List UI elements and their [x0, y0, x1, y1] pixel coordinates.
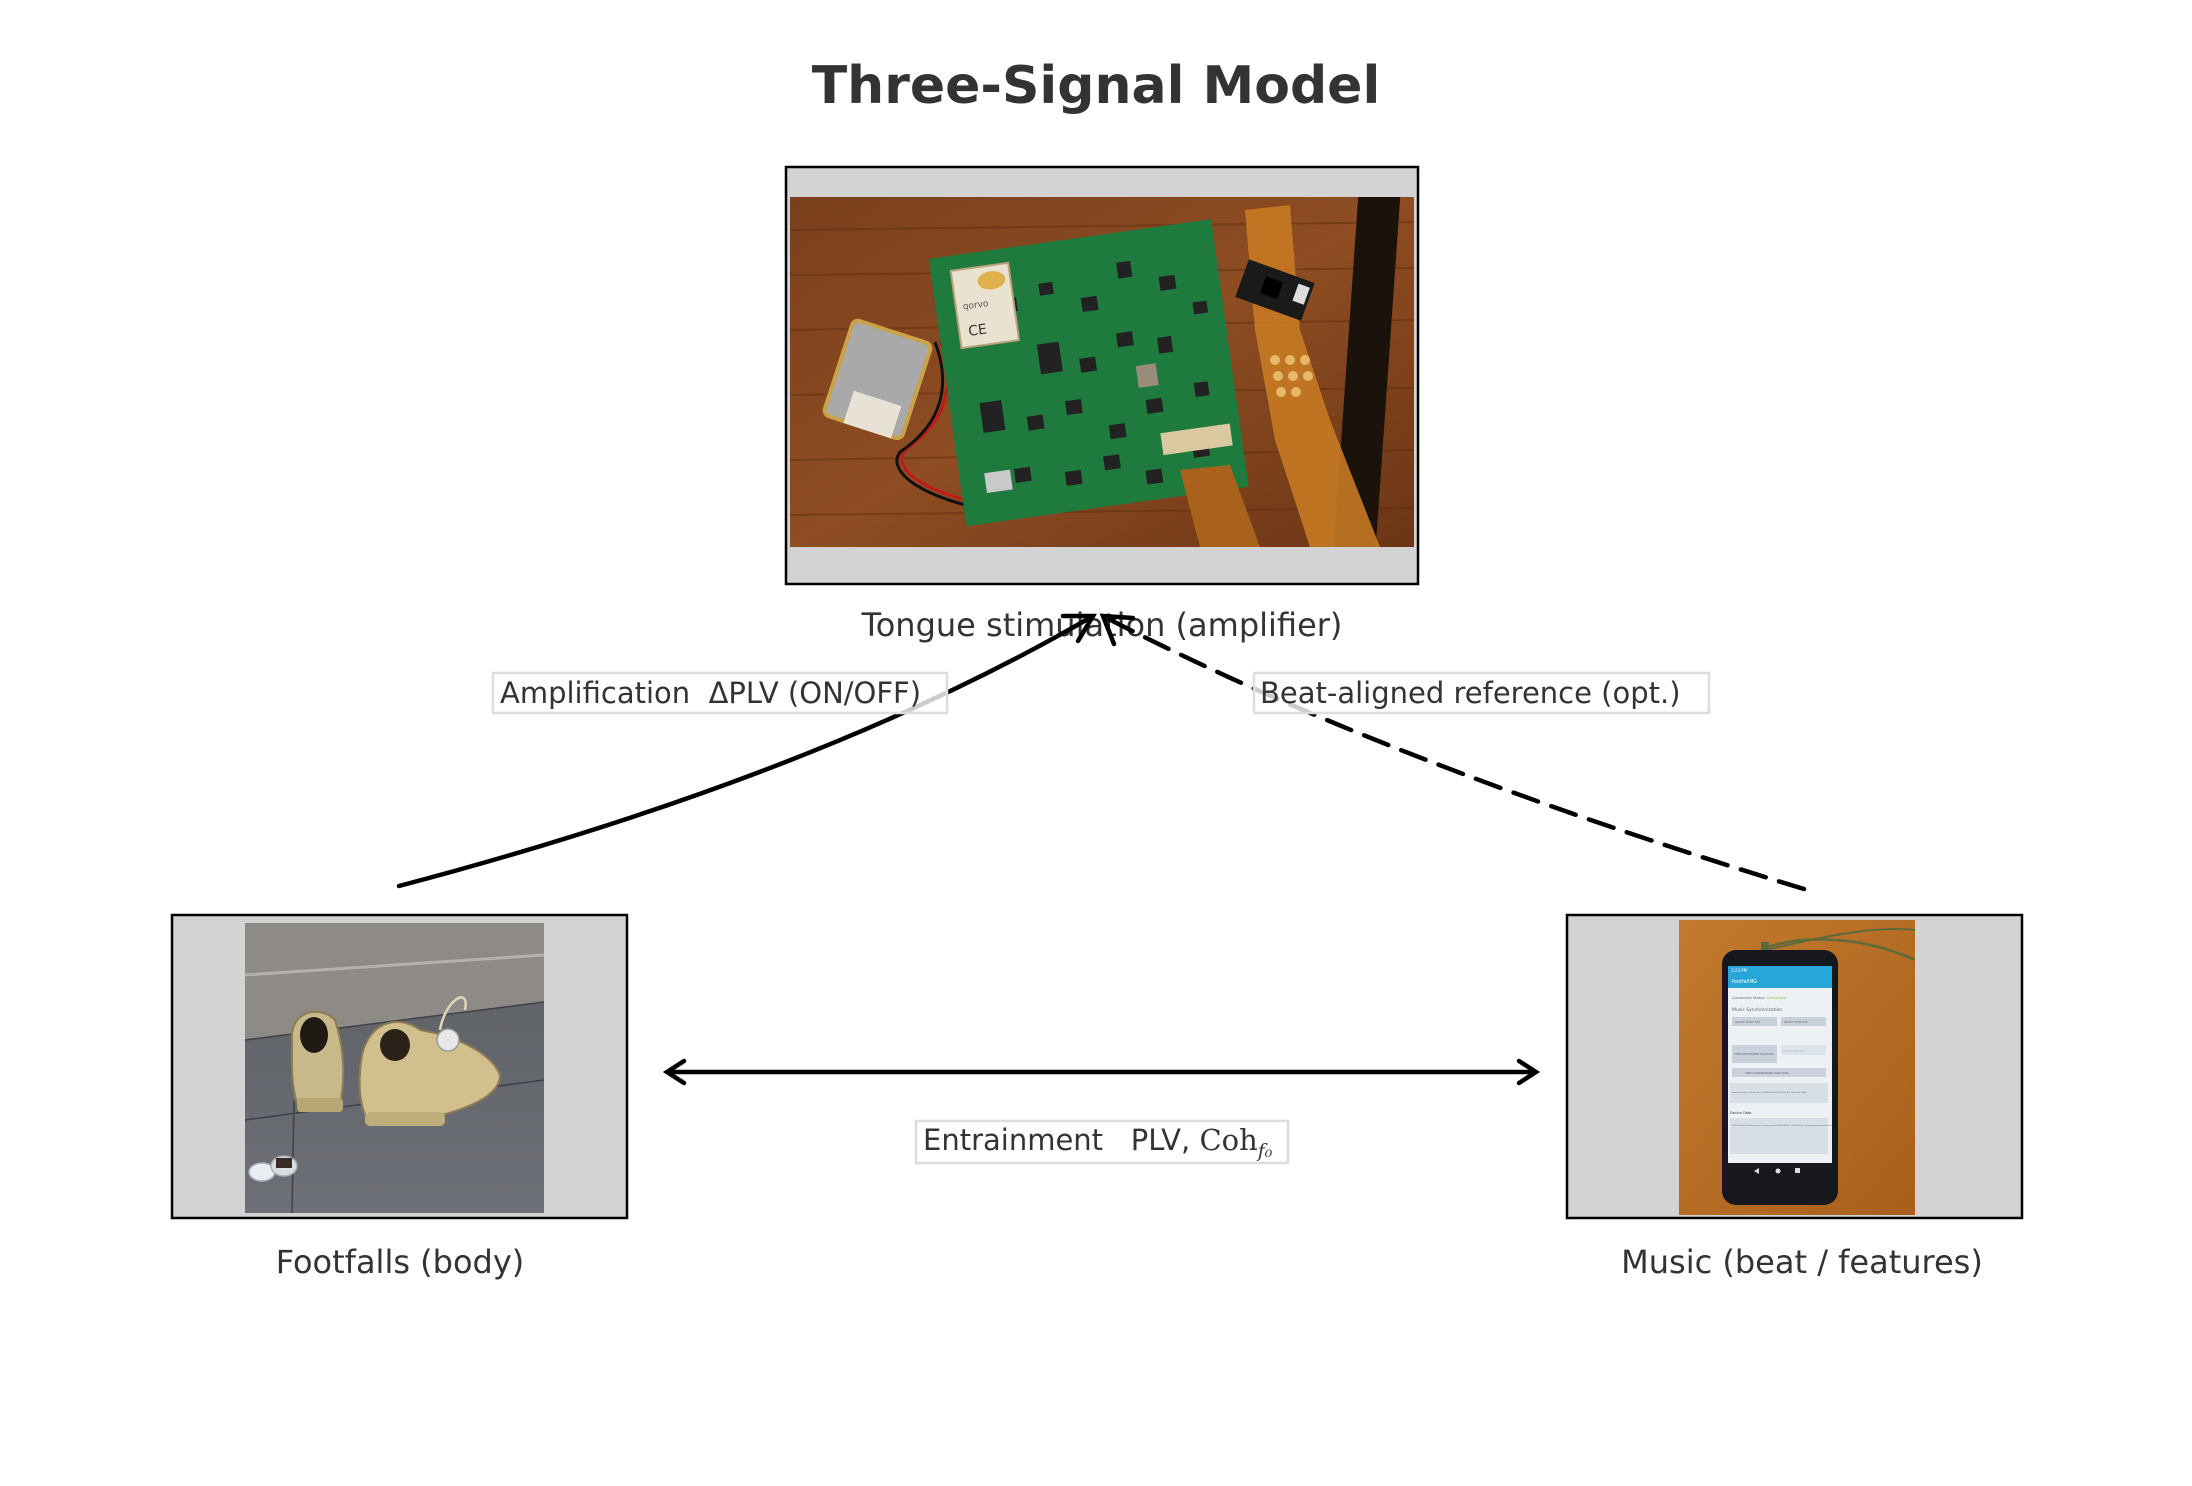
node-label-right: Music (beat / features)	[1621, 1243, 1983, 1281]
smartphone-app-photo: 3:23 PM footfallNG Connection Status: Co…	[1679, 920, 1915, 1215]
small-board-icon	[1235, 259, 1315, 321]
edge-label-entrainment-subscript: f₀	[1256, 1140, 1273, 1162]
phone-app-name: footfallNG	[1732, 979, 1757, 985]
edge-label-entrainment-text: Entrainment PLV,	[923, 1123, 1199, 1157]
phone-button-start: START SYNCHRONIZED COLLECTION	[1734, 1053, 1774, 1056]
edge-amplification: Amplification ΔPLV (ON/OFF)	[396, 613, 1097, 889]
node-footfalls: Footfalls (body)	[170, 913, 629, 1281]
edge-beat-reference: Beat-aligned reference (opt.)	[1099, 613, 1807, 892]
phone-button-select-music: SELECT MUSIC FILE	[1735, 1020, 1760, 1024]
diagram-title: Three-Signal Model	[812, 56, 1381, 116]
phone-back-icon	[1754, 1168, 1759, 1174]
battery-icon	[822, 318, 933, 441]
running-shoes-photo	[245, 923, 544, 1213]
arrowhead-amplification-icon	[1060, 613, 1097, 644]
phone-button-stop: STOP COLLECTION	[1783, 1050, 1804, 1053]
edge-label-box	[914, 1119, 1290, 1165]
phone-home-icon	[1775, 1168, 1781, 1174]
edge-label-beat-reference: Beat-aligned reference (opt.)	[1260, 676, 1681, 710]
arrowhead-right-icon	[1516, 1058, 1541, 1086]
node-tongue-stimulation: qorvo CE Tongue stimulation (amplifier)	[784, 165, 1420, 644]
sensor-capsule-icon	[248, 1155, 298, 1182]
shoe-right-icon	[358, 996, 502, 1127]
phone-connection-label: Connection Status:	[1732, 996, 1765, 1000]
phone-status-message: Collection stopped - Session: sync_20250…	[1732, 1091, 1806, 1094]
node-label-left: Footfalls (body)	[276, 1243, 525, 1281]
edge-entrainment: Entrainment PLV, Cohf₀	[662, 1058, 1541, 1165]
shadow-edge	[1333, 197, 1401, 547]
phone-status-time: 3:23 PM	[1731, 968, 1748, 973]
phone-app-bar	[1728, 966, 1832, 988]
shoe-left-icon	[290, 1010, 345, 1112]
phone-recents-icon	[1795, 1168, 1800, 1173]
arrow-amplification	[396, 613, 1096, 889]
phone-device-log: [12:52:41] Sync: Collection stopped - Se…	[1732, 1124, 1833, 1127]
edge-label-entrainment: Entrainment PLV, Cohf₀	[923, 1123, 1273, 1162]
edge-label-entrainment-math: Coh	[1199, 1123, 1257, 1157]
edge-label-box	[1252, 671, 1711, 715]
phone-button-view-files: VIEW SYNCHRONIZED DATA FILES	[1745, 1071, 1789, 1075]
module-brand: qorvo	[962, 299, 989, 313]
module-mark: CE	[967, 322, 988, 340]
phone-device-data-title: Device Data	[1730, 1111, 1751, 1115]
arrow-beat-reference	[1100, 613, 1807, 892]
pcb-board-icon: qorvo CE	[928, 219, 1249, 527]
edge-label-box	[491, 671, 949, 715]
arrowhead-beat-reference-icon	[1099, 613, 1136, 647]
phone-connection-value: Connected	[1767, 996, 1786, 1000]
node-music: 3:23 PM footfallNG Connection Status: Co…	[1565, 913, 2024, 1281]
node-label-top: Tongue stimulation (amplifier)	[861, 606, 1343, 644]
phone-section-title: Music Synchronization	[1732, 1007, 1782, 1013]
edge-label-amplification: Amplification ΔPLV (ON/OFF)	[500, 676, 921, 710]
phone-button-select-stimulus: SELECT STIMULUS	[1784, 1020, 1808, 1024]
circuit-board-photo: qorvo CE	[790, 197, 1414, 547]
arrowhead-left-icon	[662, 1058, 687, 1086]
